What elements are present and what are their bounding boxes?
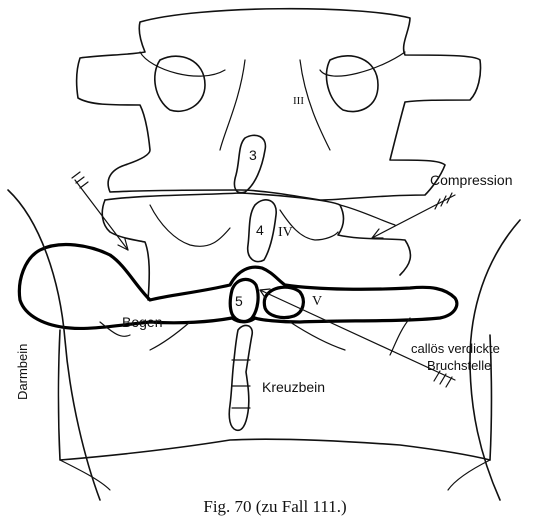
label-bogen: Bogen: [122, 314, 162, 330]
label-fracture-line2: Bruchstelle: [427, 358, 491, 373]
label-spinous-3: 3: [249, 147, 257, 163]
vertebra-iii: [77, 9, 481, 200]
arrow-right-compression: [372, 193, 455, 238]
label-compression: Compression: [430, 172, 512, 188]
label-vertebra-v: V: [312, 294, 322, 309]
label-vertebra-iii: III: [293, 95, 304, 107]
label-fracture-line1: callös verdickte: [411, 341, 500, 356]
figure-caption: Fig. 70 (zu Fall 111.): [0, 497, 550, 517]
vertebra-v-ring: [264, 287, 303, 317]
bogen-outline[interactable]: [19, 245, 456, 329]
arrow-fracture-site: [260, 289, 455, 387]
label-darmbein: Darmbein: [15, 344, 30, 400]
spinous-process-3: [234, 135, 265, 192]
label-spinous-5: 5: [235, 293, 243, 309]
label-vertebra-iv: IV: [278, 225, 293, 240]
label-kreuzbein: Kreuzbein: [262, 379, 325, 395]
label-spinous-4: 4: [256, 222, 264, 238]
arrow-left-compression: [72, 172, 128, 250]
